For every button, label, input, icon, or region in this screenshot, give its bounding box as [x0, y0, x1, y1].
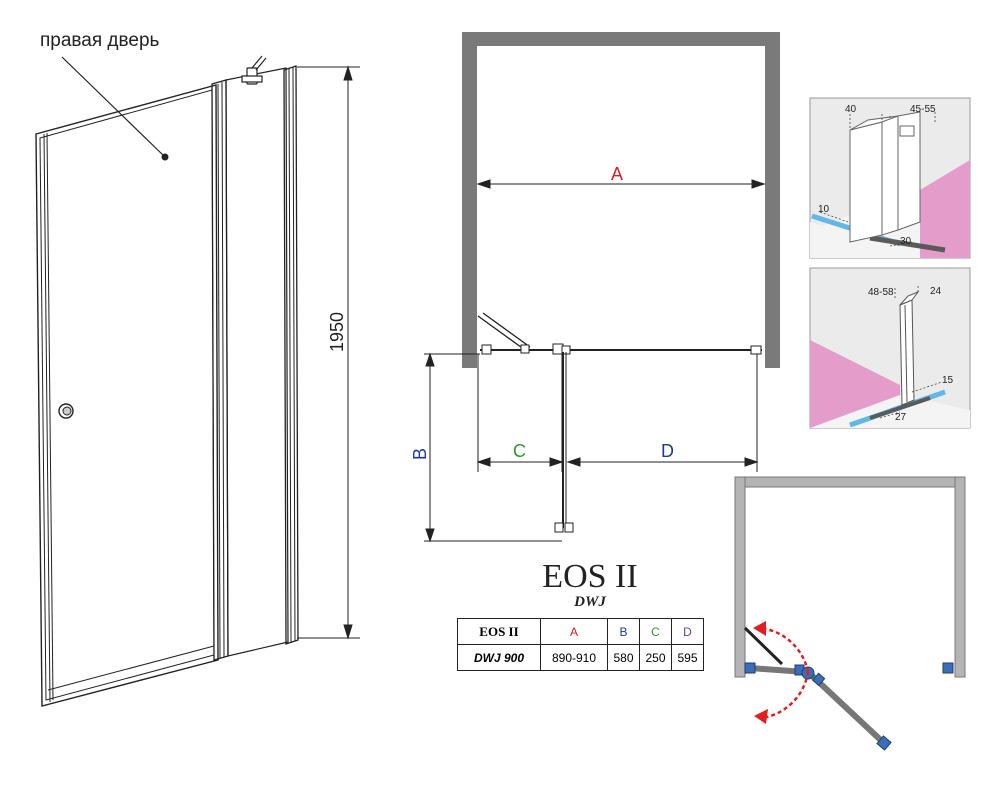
label-leader-line	[61, 56, 166, 158]
plan-label-b: B	[410, 448, 430, 460]
product-subtitle: DWJ	[574, 594, 606, 610]
spec-cell-b: 580	[607, 644, 640, 671]
spec-header-c: C	[639, 618, 672, 645]
dimension-b	[424, 352, 562, 543]
detail-bottom-dim-24: 24	[930, 286, 942, 297]
dimension-d	[566, 354, 759, 472]
plan-glass	[477, 312, 762, 533]
detail-bottom-dim-27: 27	[895, 412, 907, 423]
plan-interior	[477, 46, 765, 368]
fixed-panel	[225, 67, 289, 657]
detail-top-dim-10: 10	[818, 204, 830, 215]
plan-label-a: A	[611, 164, 623, 184]
door-knob-icon	[58, 403, 74, 419]
detail-top-dim-45-55: 45-55	[910, 104, 936, 115]
height-dimension-label: 1950	[327, 312, 347, 352]
dimension-c	[476, 354, 564, 472]
detail-top-panel	[809, 97, 971, 259]
spec-header-a: A	[540, 618, 608, 645]
spec-header-d: D	[671, 618, 704, 645]
spec-header-b: B	[607, 618, 640, 645]
spec-cell-c: 250	[639, 644, 672, 671]
detail-top-dim-30: 30	[900, 236, 912, 247]
height-dimension	[297, 65, 360, 640]
wall-profile	[283, 65, 299, 645]
swing-diagram	[734, 476, 966, 751]
plan-walls	[462, 32, 780, 368]
door-frame-profile	[211, 79, 229, 661]
spec-cell-model: DWJ 900	[457, 644, 541, 671]
plan-label-d: D	[661, 441, 674, 461]
top-bracket-icon	[241, 55, 267, 85]
spec-table: EOS II A B C D DWJ 900 890-910 580 250 5…	[457, 618, 704, 671]
label-leader-dot	[161, 153, 169, 161]
door-panel	[35, 84, 219, 707]
spec-cell-a: 890-910	[540, 644, 608, 671]
spec-header-model: EOS II	[457, 618, 541, 645]
detail-bottom-dim-15: 15	[942, 375, 954, 386]
plan-label-c: C	[513, 441, 526, 461]
spec-cell-d: 595	[671, 644, 704, 671]
detail-bottom-dim-48-58: 48-58	[868, 287, 894, 298]
spec-table-header: EOS II A B C D	[457, 618, 704, 645]
dimension-a	[476, 179, 766, 189]
product-title: EOS II	[542, 558, 638, 595]
table-row: DWJ 900 890-910 580 250 595	[457, 644, 704, 671]
door-label: правая дверь	[40, 30, 160, 51]
detail-bottom-panel	[809, 267, 971, 429]
detail-top-dim-40: 40	[845, 104, 857, 115]
